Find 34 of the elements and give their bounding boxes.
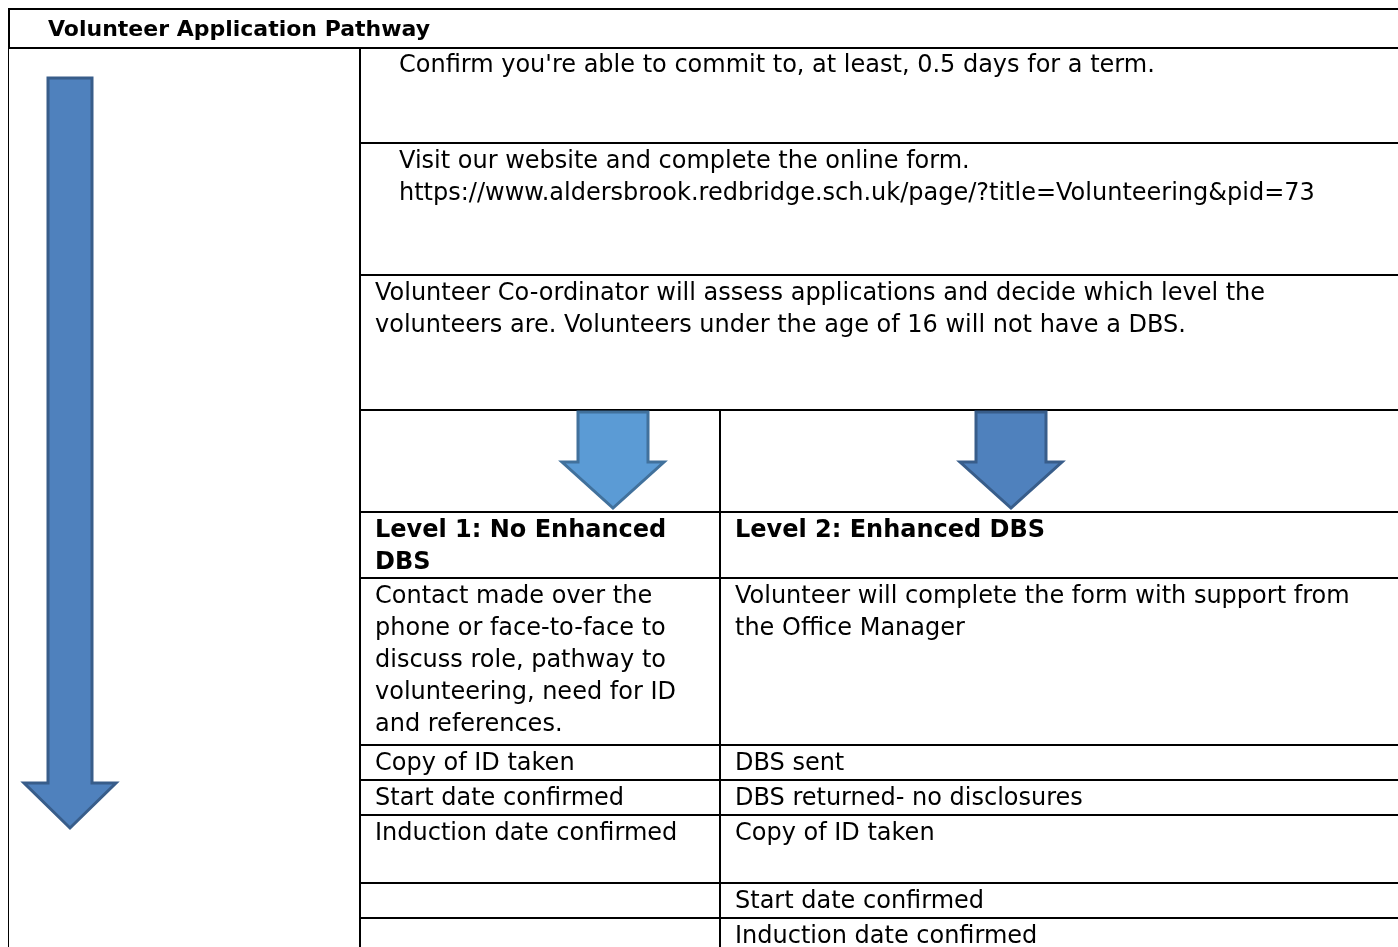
table-cell [720, 815, 1398, 883]
cell-text: DBS returned- no disclosures [735, 782, 1084, 813]
cell-text: Volunteer Co-ordinator will assess applications and decide which level the volunteers are. Volunteers under the age of 16 will not have a DBS. [375, 277, 1267, 340]
cell-text: Visit our website and complete the online form. [399, 145, 971, 176]
table-header-cell [720, 512, 1398, 578]
block-arrow [558, 410, 668, 511]
level-heading: Level 2: Enhanced DBS [735, 514, 1047, 545]
cell-text: Copy of ID taken [375, 747, 576, 778]
cell-text: Volunteer will complete the form with support from the Office Manager [735, 580, 1351, 643]
table-cell [360, 745, 720, 780]
table-cell [720, 745, 1398, 780]
table-cell [360, 780, 720, 815]
table-title: Volunteer Application Pathway [48, 15, 431, 43]
table-cell [360, 275, 1398, 410]
cell-text: Confirm you're able to commit to, at least, 0.5 days for a term. [399, 49, 1156, 80]
cell-text: Copy of ID taken [735, 817, 936, 848]
table-cell [720, 883, 1398, 918]
cell-text: Induction date confirmed [375, 817, 679, 848]
table-cell [360, 47, 1398, 143]
table-cell [360, 578, 720, 745]
cell-text: Start date confirmed [375, 782, 626, 813]
cell-text: https://www.aldersbrook.redbridge.sch.uk/page/?title=Volunteering&pid=73 [399, 177, 1316, 208]
table-cell [360, 143, 1398, 275]
table-cell [720, 780, 1398, 815]
cell-text: Start date confirmed [735, 885, 986, 916]
cell-text: Induction date confirmed [735, 920, 1039, 947]
table-cell [720, 918, 1398, 947]
cell-text: Contact made over the phone or face-to-face to discuss role, pathway to volunteering, need for ID and references. [375, 580, 677, 739]
cell-text: DBS sent [735, 747, 846, 778]
level-heading: Level 1: No Enhanced DBS [375, 514, 668, 577]
table-cell [360, 815, 720, 883]
table-header-cell [360, 512, 720, 578]
block-arrow [956, 410, 1066, 511]
table-cell [720, 578, 1398, 745]
